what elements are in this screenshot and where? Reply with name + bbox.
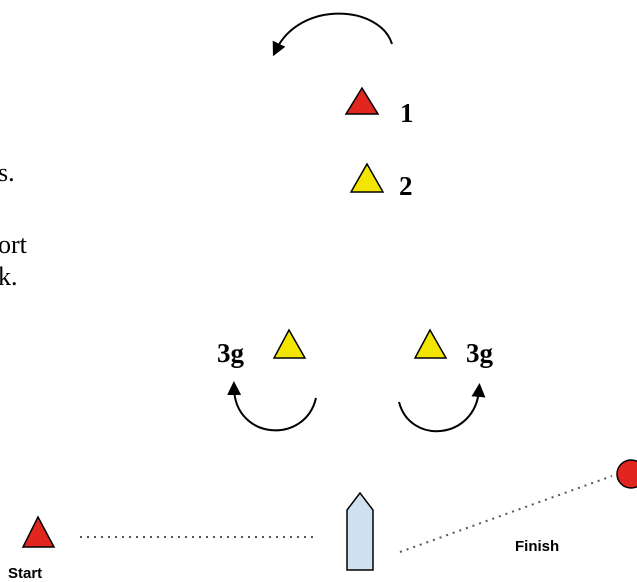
rounding-arrow-right-gate (398, 383, 486, 433)
committee-boat (346, 491, 374, 571)
mark-3g-left-label: 3g (217, 338, 244, 368)
mark-1-label: 1 (400, 98, 414, 128)
text-fragment-1: s. (0, 158, 15, 187)
finish-label: Finish (515, 538, 560, 555)
text-fragment-3: k. (0, 262, 18, 291)
start-mark-triangle (21, 515, 56, 548)
text-fragment-2: ort (0, 230, 27, 259)
mark-2-label: 2 (399, 171, 413, 201)
rounding-arrow-left-gate (227, 381, 317, 432)
mark-3g-left-triangle (272, 328, 307, 359)
mark-3g-right-triangle (413, 328, 448, 359)
start-label: Start (8, 565, 43, 582)
mark-2-triangle (349, 162, 385, 193)
mark-1-triangle (344, 86, 380, 115)
finish-mark-circle (616, 459, 637, 489)
finish-line (399, 475, 613, 553)
rounding-arrow-top (272, 12, 393, 57)
mark-3g-right-label: 3g (466, 338, 493, 368)
